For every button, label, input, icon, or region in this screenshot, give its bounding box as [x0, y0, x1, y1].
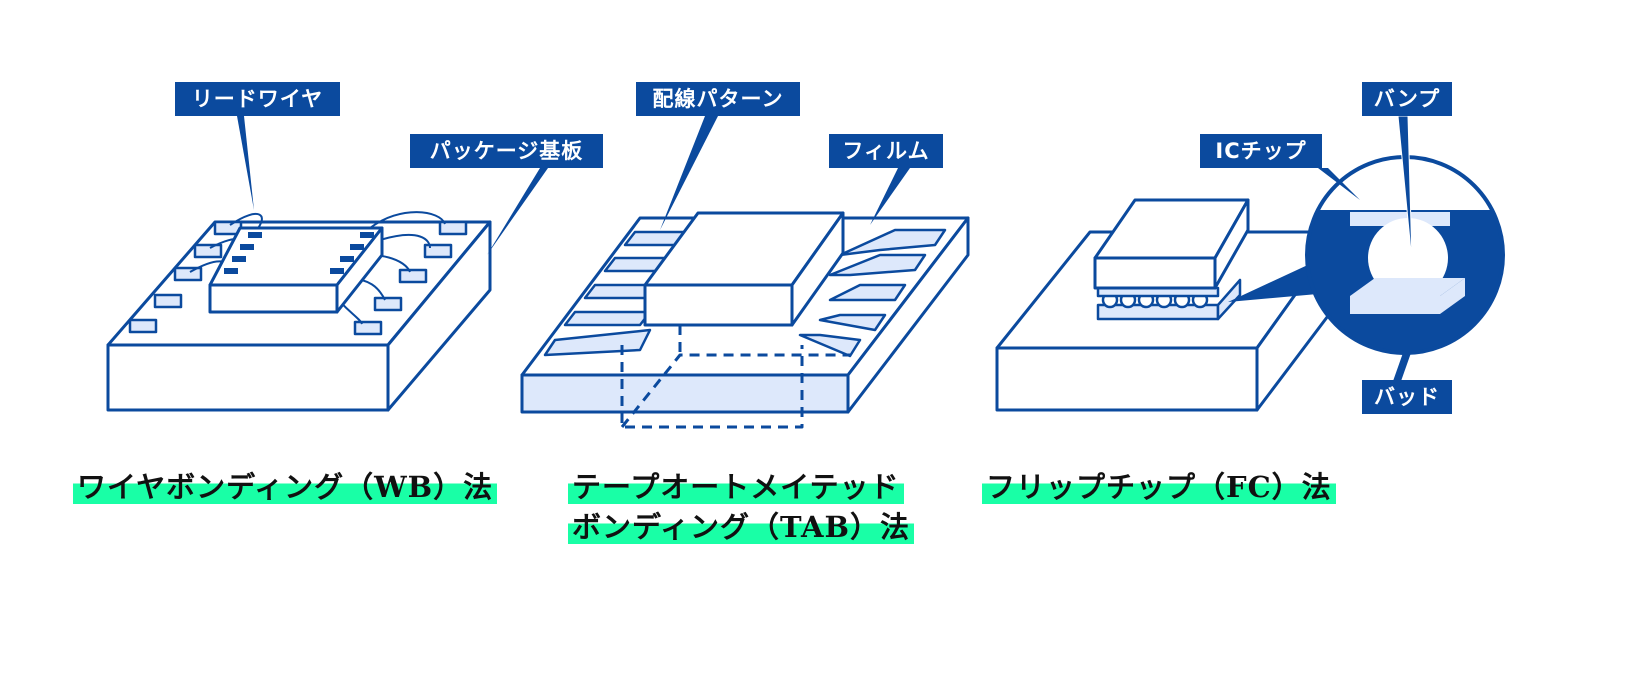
- tab-illustration: [520, 116, 970, 429]
- package-substrate-label: パッケージ基板: [410, 134, 603, 168]
- wiring-pattern-label: 配線パターン: [636, 82, 800, 116]
- wb-caption: ワイヤボンディング（WB）法: [73, 470, 498, 504]
- tab-caption-line2: ボンディング（TAB）法: [568, 510, 914, 544]
- bump-label: バンプ: [1362, 82, 1452, 116]
- fc-caption: フリップチップ（FC）法: [982, 470, 1336, 504]
- pad-label: バッド: [1362, 380, 1452, 414]
- film-label: フィルム: [829, 134, 943, 168]
- wb-illustration: [106, 116, 548, 412]
- tab-caption-line1: テープオートメイテッド: [568, 470, 904, 504]
- tab-leads: [543, 228, 947, 358]
- fc-illustration: [995, 115, 1505, 412]
- lead-wire-label: リードワイヤ: [175, 82, 340, 116]
- ic-chip-label: ICチップ: [1200, 134, 1322, 168]
